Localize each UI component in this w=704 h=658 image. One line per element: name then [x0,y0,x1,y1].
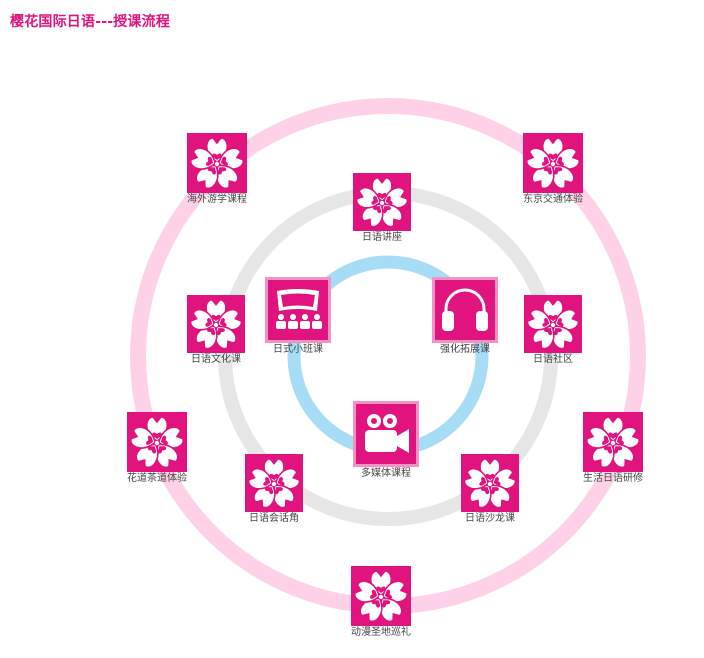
sakura-icon [187,295,245,353]
node-label: 多媒体课程 [361,468,411,479]
node-dongman[interactable]: 动漫圣地巡礼 [331,566,431,639]
node-shalong[interactable]: 日语沙龙课 [440,454,540,525]
node-label: 日语会话角 [249,513,299,524]
node-dongjing[interactable]: 东京交通体验 [503,133,603,206]
sakura-icon [351,566,411,626]
node-label: 生活日语研修 [583,473,643,484]
node-label: 日式小班课 [273,344,323,355]
node-shenghuo[interactable]: 生活日语研修 [563,412,663,485]
node-qianghua[interactable]: 强化拓展课 [415,277,515,356]
node-jiangzuo[interactable]: 日语讲座 [332,173,432,244]
sakura-icon [461,454,519,512]
node-haiwai[interactable]: 海外游学课程 [167,133,267,206]
video-camera-icon [353,401,419,467]
node-wenhua[interactable]: 日语文化课 [166,295,266,366]
sakura-icon [353,173,411,231]
sakura-icon [524,295,582,353]
node-label: 日语社区 [533,354,573,365]
sakura-icon [187,133,247,193]
page-title: 樱花国际日语---授课流程 [10,14,171,30]
node-label: 花道茶道体验 [127,473,187,484]
node-duomeiti[interactable]: 多媒体课程 [336,401,436,480]
node-shequ[interactable]: 日语社区 [503,295,603,366]
node-label: 日语文化课 [191,354,241,365]
node-label: 日语沙龙课 [465,513,515,524]
node-label: 动漫圣地巡礼 [351,627,411,638]
node-huadao[interactable]: 花道茶道体验 [107,412,207,485]
headphones-icon [432,277,498,343]
node-label: 东京交通体验 [523,194,583,205]
sakura-icon [523,133,583,193]
node-xiaoban[interactable]: 日式小班课 [248,277,348,356]
node-label: 强化拓展课 [440,344,490,355]
sakura-icon [583,412,643,472]
classroom-icon [265,277,331,343]
node-label: 海外游学课程 [187,194,247,205]
sakura-icon [245,454,303,512]
node-huihua[interactable]: 日语会话角 [224,454,324,525]
node-label: 日语讲座 [362,232,402,243]
sakura-icon [127,412,187,472]
